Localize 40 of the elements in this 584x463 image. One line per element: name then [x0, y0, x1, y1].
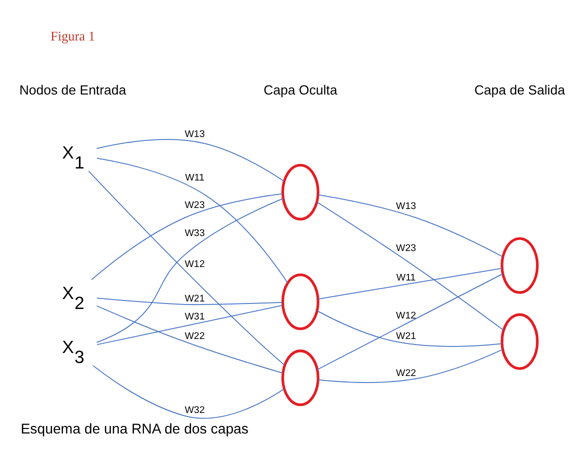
connector	[316, 310, 502, 347]
edge-label: W11	[396, 272, 416, 284]
node-ellipse	[281, 164, 320, 220]
edge-label: W13	[396, 200, 416, 212]
connector	[91, 193, 283, 280]
connector	[96, 139, 284, 182]
label: Figura 1	[50, 28, 95, 44]
edge-label: W31	[184, 311, 205, 322]
connector	[316, 273, 504, 370]
label: Capa de Salida	[474, 82, 565, 98]
connector	[318, 194, 504, 258]
connector	[96, 298, 283, 306]
label: Nodos de Entrada	[19, 82, 126, 98]
node-ellipse	[500, 237, 539, 294]
edge-label: W11	[185, 172, 204, 184]
edge-label: W32	[184, 405, 205, 416]
edge-label: W21	[184, 294, 205, 305]
edge-label: W21	[396, 330, 416, 342]
node-ellipse	[281, 350, 320, 406]
connector	[88, 170, 285, 366]
connector	[316, 202, 504, 330]
node-ellipse	[500, 313, 539, 370]
edge-label: W22	[184, 330, 205, 342]
connector	[318, 268, 502, 300]
edge-label: W33	[184, 228, 205, 240]
connector	[96, 305, 284, 374]
connector	[96, 198, 284, 343]
edge-label: W23	[396, 243, 416, 254]
connector	[96, 304, 284, 346]
edge-label: W12	[184, 259, 205, 270]
edge-label: W23	[184, 200, 205, 211]
label: Capa Oculta	[264, 82, 338, 98]
edge-label: W12	[396, 310, 416, 322]
edge-label: W13	[184, 129, 205, 140]
caption: Esquema de una RNA de dos capas	[20, 420, 248, 436]
connector	[92, 365, 284, 419]
connector	[96, 158, 288, 284]
edge-label: W22	[396, 368, 416, 379]
connector	[318, 349, 503, 383]
node-ellipse	[281, 274, 320, 330]
